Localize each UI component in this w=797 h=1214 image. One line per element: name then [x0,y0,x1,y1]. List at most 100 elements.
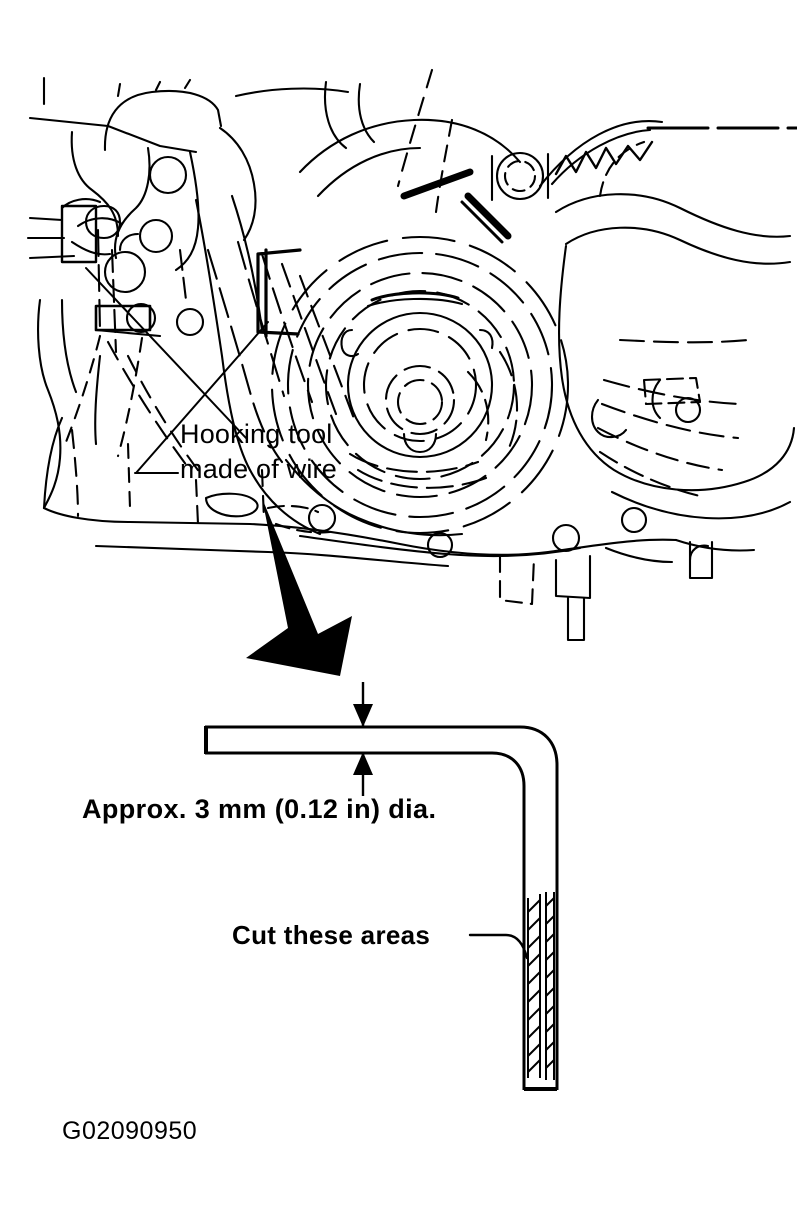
cover-rib-vert-3 [178,248,188,302]
cover-rib-vert-2 [110,248,118,354]
cover-contour-2 [114,146,151,260]
cover-bottom-flange-2 [94,544,450,568]
cover-rib-left-2 [76,217,124,228]
hooking-tool-label-line2: made of wire [180,454,337,484]
cover-web-1 [206,248,284,464]
cover-mid-contour-2 [248,468,322,536]
bolt-hole-5 [175,307,205,337]
cover-oval-detail-2 [266,504,320,514]
cover-bottom-edge-dash [194,468,266,526]
cut-areas-leader [468,933,529,960]
cover-lower-left-4 [94,354,102,446]
seal-ring-6 [362,327,478,443]
cover-edge-left-lower [37,298,62,510]
diameter-dimension [353,682,373,796]
gear-teeth-base [550,128,652,186]
leader-diagonal-upper [241,321,269,353]
cover-ridge-left [194,198,252,472]
cover-diag-1 [106,340,192,472]
cover-port-hole [495,151,545,201]
cover-right-lobe-2 [564,226,792,265]
seal-ring-hub [384,364,456,436]
seal-ring-3 [306,271,534,499]
cover-lower-right-1 [610,490,792,520]
cover-top-edge [234,87,350,98]
wire-corner-outer [519,725,559,1090]
seal-arc-right-2 [498,350,519,452]
cover-right-pocket-2 [598,140,646,198]
seal-ring-5 [346,311,494,459]
cover-upper-contour-2 [316,146,422,198]
cover-right-boss-2 [651,378,662,420]
cover-web-4 [280,262,338,416]
cover-flange-left [26,216,76,260]
seal-notch-right [478,328,494,350]
cover-right-lobe [554,193,792,238]
dimension-arrowhead-up [353,752,373,775]
leader-diagonal [135,351,243,474]
bolt-hole-1 [148,155,188,195]
cover-diag-2 [126,354,206,480]
cover-rib-left-3 [70,240,112,256]
seal-notch-left [340,328,360,358]
cut-area-hatching-right [545,892,555,1080]
cover-lobe-a [116,78,192,98]
cover-bottom-foot-3 [604,546,674,564]
cover-upper-contour [298,118,522,174]
cut-areas-label: Cut these areas [232,920,431,950]
diameter-note-label: Approx. 3 mm (0.12 in) dia. [82,794,437,824]
cover-lower-right-pin2 [688,544,710,562]
cover-right-pad [642,376,702,406]
cover-boss-small-left2 [118,232,140,252]
cover-ridge-left-2 [230,194,264,332]
cover-lower-right-2 [674,538,756,552]
cover-mid-contour [284,458,464,537]
cover-oval-detail [204,492,259,518]
wire-corner-inner [491,751,526,1090]
wire-tool-detail [204,725,559,1091]
direction-arrow [246,498,352,676]
seal-ring-outer-2 [286,251,554,519]
seal-tab-bottom [402,432,438,454]
bolt-hole-9 [620,506,648,534]
seal-arc-bottom [348,452,480,473]
cover-rib-right-5 [618,338,750,344]
hooking-wire-lower-b [460,200,504,244]
arrow-body [246,498,352,676]
bolt-hole-4 [125,302,157,334]
cut-area-hatching-left [527,894,541,1078]
cover-oval-detail-3 [274,522,332,534]
bolt-hole-8 [551,523,581,553]
cover-bottom-pin [566,596,586,642]
cover-contour-4 [218,126,257,242]
cover-bottom-foot-1 [498,554,536,606]
cover-rib-vert-1 [96,228,102,332]
cover-rib-right-2 [600,402,740,440]
cover-rib-right-1 [602,378,742,406]
cover-outline-upper-left [28,76,198,154]
cover-lower-left-2 [70,428,80,518]
hooking-tool-leader [85,267,269,474]
seal-ring-outer-1 [270,235,570,535]
bolt-hole-6 [307,503,337,533]
cover-lower-left-3 [126,442,132,510]
cover-right-boss-1 [590,398,628,439]
cut-leader-line [468,933,529,960]
seal-ring-4 [324,289,516,481]
hooking-wire-upper [400,168,474,200]
seal-keyway-top-2 [366,297,464,308]
leader-cross-line [85,267,247,439]
cover-top-dash-2 [434,118,454,214]
bolt-hole-2 [138,218,174,254]
cover-bottom-lip [298,534,582,558]
hooking-wire-lower [464,192,512,240]
seal-arc-right-1 [466,370,490,442]
engine-front-cover-artwork [26,68,797,642]
cover-top-dash-1 [396,68,434,188]
dimension-arrowhead-down [353,704,373,727]
cover-lower-left-1 [42,416,64,510]
cut-strip-left-outline [527,894,541,1078]
gear-teeth-arc [554,140,654,176]
cover-web-5 [298,274,358,426]
